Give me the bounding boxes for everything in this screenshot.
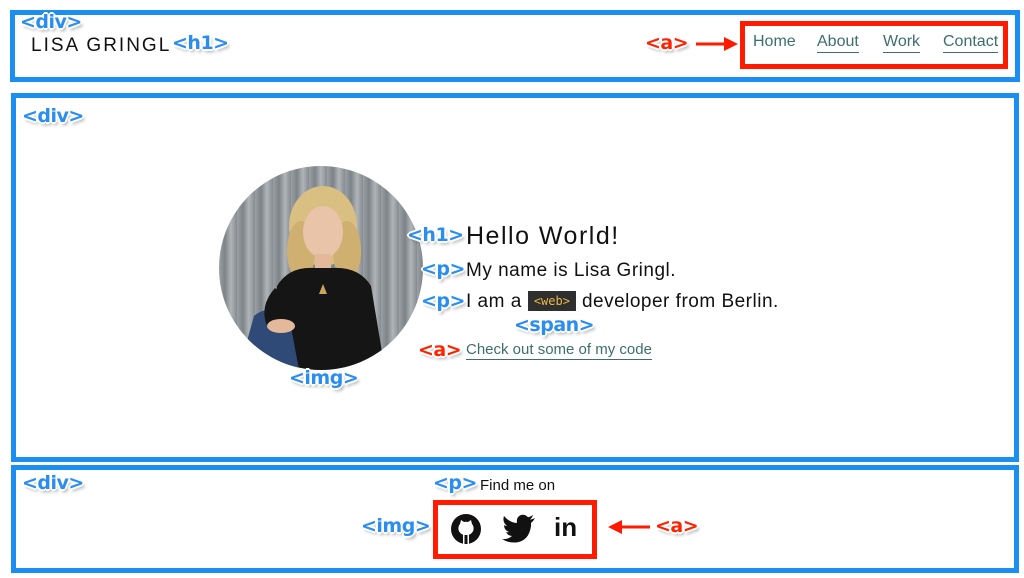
nav-link-work[interactable]: Work [883, 33, 921, 53]
role-p-label: <p> [421, 290, 465, 312]
site-name-heading: LISA GRINGL [31, 35, 172, 56]
twitter-icon [502, 514, 535, 543]
github-icon [451, 514, 481, 544]
header-h1-label: <h1> [172, 32, 229, 54]
social-a-label: <a> [655, 515, 699, 537]
web-code-span: <web> [527, 291, 576, 311]
intro-p-label: <p> [421, 258, 465, 280]
footer-div-label: <div> [22, 472, 84, 494]
linkedin-icon: in [554, 512, 578, 542]
social-arrow-icon [608, 520, 650, 534]
nav-link-home[interactable]: Home [753, 33, 796, 50]
profile-photo [219, 166, 423, 370]
nav-links-box [740, 21, 1008, 69]
nav-link-contact[interactable]: Contact [943, 33, 999, 53]
main-div-box [11, 93, 1019, 462]
main-div-label: <div> [22, 105, 84, 127]
social-img-label: <img> [361, 515, 431, 537]
linkedin-link[interactable]: in [554, 512, 577, 543]
role-prefix: I am a [466, 291, 522, 312]
find-me-text: Find me on [480, 477, 556, 494]
person-silhouette-icon [239, 186, 385, 370]
header-div-label: <div> [20, 11, 82, 33]
nav-arrow-icon [696, 37, 738, 51]
intro-text: My name is Lisa Gringl. [466, 260, 677, 281]
find-p-label: <p> [433, 472, 477, 494]
img-label: <img> [289, 367, 359, 389]
span-label: <span> [514, 314, 595, 336]
hello-h1-label: <h1> [407, 224, 464, 246]
nav-a-label: <a> [645, 32, 689, 54]
social-links-box [433, 500, 597, 559]
role-suffix: developer from Berlin. [581, 291, 779, 312]
code-link[interactable]: Check out some of my code [466, 341, 652, 360]
hello-heading: Hello World! [466, 222, 620, 250]
role-text: I am a<web>developer from Berlin. [466, 291, 779, 313]
twitter-link[interactable] [502, 514, 536, 544]
code-a-label: <a> [418, 339, 462, 361]
github-link[interactable] [450, 513, 482, 545]
nav-link-about[interactable]: About [817, 33, 859, 53]
